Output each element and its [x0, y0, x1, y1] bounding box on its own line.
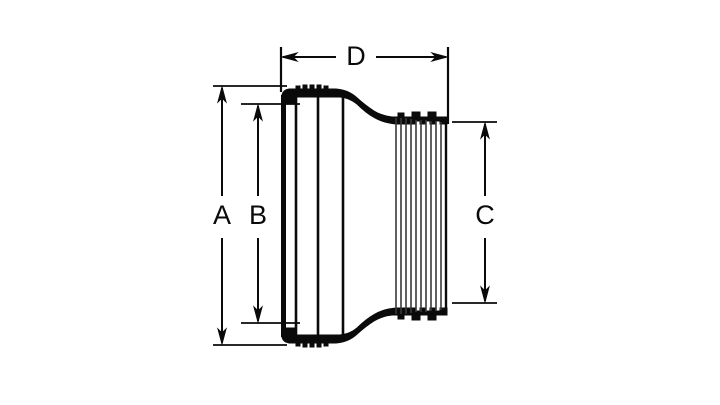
dimension-b-arrow-top: [253, 103, 263, 122]
dimension-a: A: [213, 85, 287, 346]
dimension-c: C: [452, 121, 497, 304]
dimension-c-arrow-bottom: [480, 285, 490, 304]
part-body: [281, 84, 448, 348]
dimension-a-arrow-bottom: [217, 327, 227, 346]
dimension-b-arrow-bottom: [253, 305, 263, 324]
dimension-c-label: C: [475, 200, 495, 230]
bell-rim-left-face: [281, 95, 286, 337]
dimension-b: B: [241, 103, 300, 324]
part-bottom-wall-outline: [281, 307, 448, 348]
dimension-a-label: A: [213, 200, 231, 230]
dimension-c-arrow-top: [480, 121, 490, 140]
dimension-d: D: [279, 41, 450, 124]
dimension-b-label: B: [249, 200, 267, 230]
part-top-wall-outline: [281, 84, 448, 125]
thread-hatch-group: [395, 118, 448, 314]
dimension-d-label: D: [346, 41, 366, 71]
dimension-d-arrow-right: [430, 52, 449, 62]
dimension-a-arrow-top: [217, 85, 227, 104]
dimension-d-arrow-left: [280, 52, 299, 62]
